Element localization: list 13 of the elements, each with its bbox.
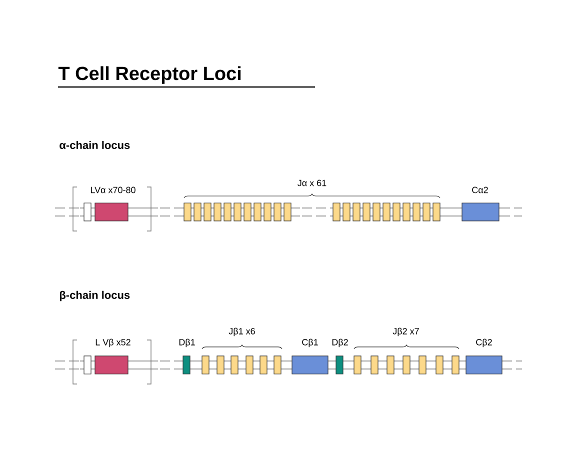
segment-label: Dβ1 xyxy=(179,338,195,348)
segment-label: Dβ2 xyxy=(332,338,348,348)
segment-label: Jβ1 x6 xyxy=(228,328,255,336)
section-heading: β-chain locus xyxy=(60,290,130,302)
segment-label: Cα2 xyxy=(472,186,488,194)
segment-label: L Vβ x52 xyxy=(96,338,130,348)
segment-label: Cβ2 xyxy=(476,338,492,348)
segment-label: Cβ1 xyxy=(302,338,318,348)
section-heading: α-chain locus xyxy=(60,140,130,150)
segment-label: Jβ2 x7 xyxy=(392,328,419,336)
segment-label: LVα x70-80 xyxy=(90,186,136,194)
segment-label: Jα x 61 xyxy=(298,180,326,186)
title: T Cell Receptor Loci xyxy=(58,66,241,84)
